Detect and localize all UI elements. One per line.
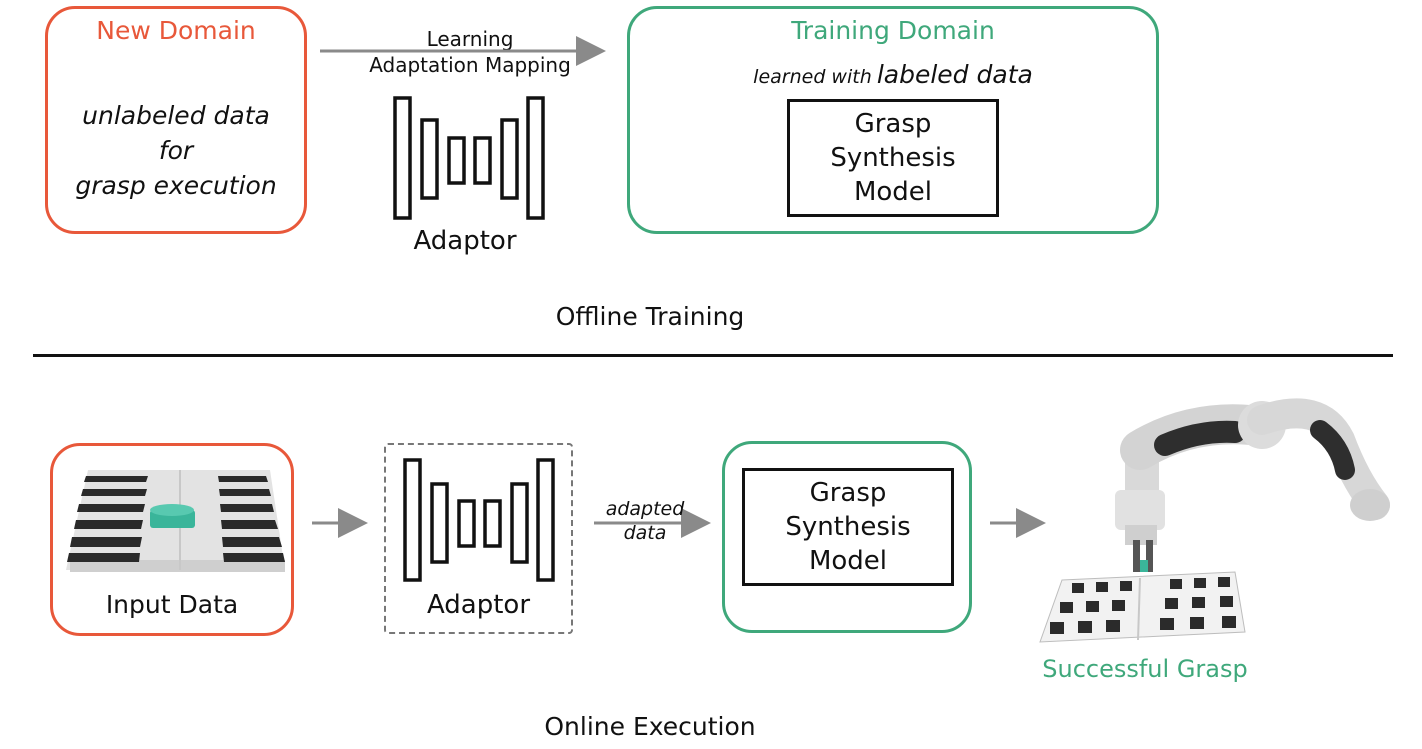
training-domain-box <box>627 6 1159 234</box>
learned-with: learned with <box>753 66 872 88</box>
section-divider <box>33 354 1393 357</box>
labeled-data: labeled data <box>876 60 1033 89</box>
online-model-box <box>722 441 972 633</box>
online-execution-label: Online Execution <box>544 712 756 741</box>
online-model-line-1: Grasp <box>809 478 887 508</box>
input-data-label: Input Data <box>105 590 239 619</box>
unlabeled-line-2: for <box>158 136 194 165</box>
offline-adaptor-label: Adaptor <box>413 226 517 256</box>
robot-grasp-image <box>1039 398 1390 643</box>
new-domain-title: New Domain <box>96 16 256 45</box>
adaptation-mapping-label: Adaptation Mapping <box>369 53 571 77</box>
input-scene-image <box>66 470 285 572</box>
adapted-line: adapted <box>605 498 685 520</box>
learning-arrow-label: Learning Adaptation Mapping <box>340 26 600 78</box>
unlabeled-data-text: unlabeled data for grasp execution <box>45 98 307 203</box>
learned-with-text: learned with labeled data <box>627 60 1159 89</box>
model-line-2: Synthesis <box>830 143 956 173</box>
learning-label: Learning <box>426 27 514 51</box>
data-line: data <box>623 522 667 544</box>
training-domain-title: Training Domain <box>791 16 995 45</box>
online-model-line-3: Model <box>808 546 888 576</box>
offline-training-label: Offline Training <box>555 302 745 331</box>
new-domain-box <box>45 6 307 234</box>
model-line-3: Model <box>853 177 933 207</box>
successful-grasp-label: Successful Grasp <box>1042 655 1248 683</box>
offline-grasp-synthesis-model: Grasp Synthesis Model <box>787 99 999 217</box>
online-grasp-synthesis-model: Grasp Synthesis Model <box>742 468 954 586</box>
online-adaptor-box <box>384 443 573 634</box>
offline-adaptor-icon <box>393 96 545 220</box>
model-line-1: Grasp <box>854 109 932 139</box>
unlabeled-line-1: unlabeled data <box>82 101 270 130</box>
adapted-data-label: adapted data <box>590 497 700 545</box>
input-data-box <box>50 443 294 636</box>
unlabeled-line-3: grasp execution <box>75 171 277 200</box>
online-adaptor-icon <box>403 458 555 582</box>
online-adaptor-label: Adaptor <box>426 590 531 620</box>
online-model-line-2: Synthesis <box>785 512 911 542</box>
